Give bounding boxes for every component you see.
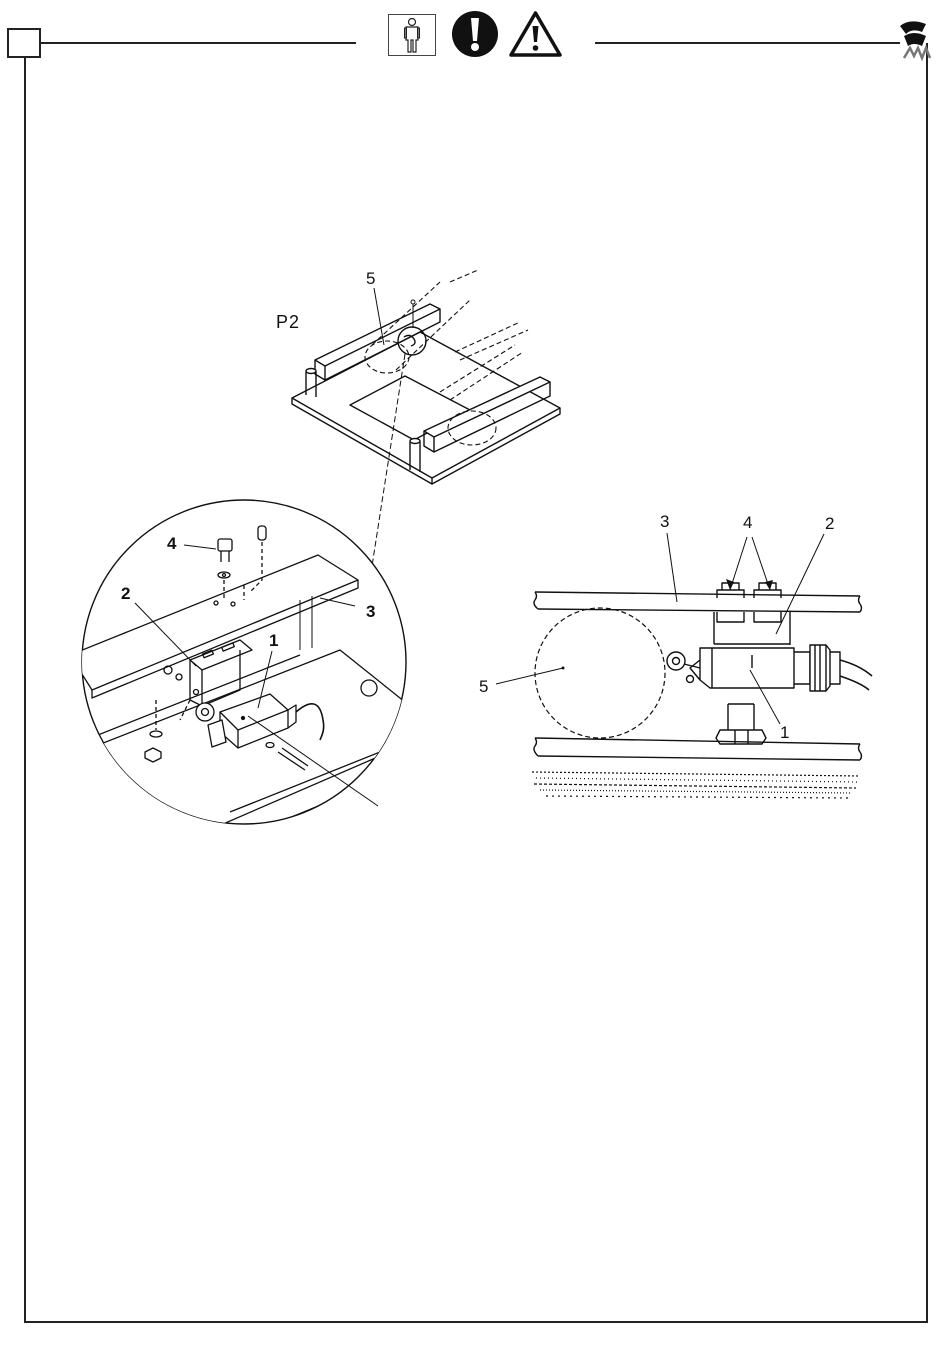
side-label-4: 4 [743,514,752,531]
side-label-5: 5 [479,678,488,695]
side-label-3: 3 [660,513,669,530]
side-label-2: 2 [825,515,834,532]
side-label-1: 1 [780,724,789,741]
